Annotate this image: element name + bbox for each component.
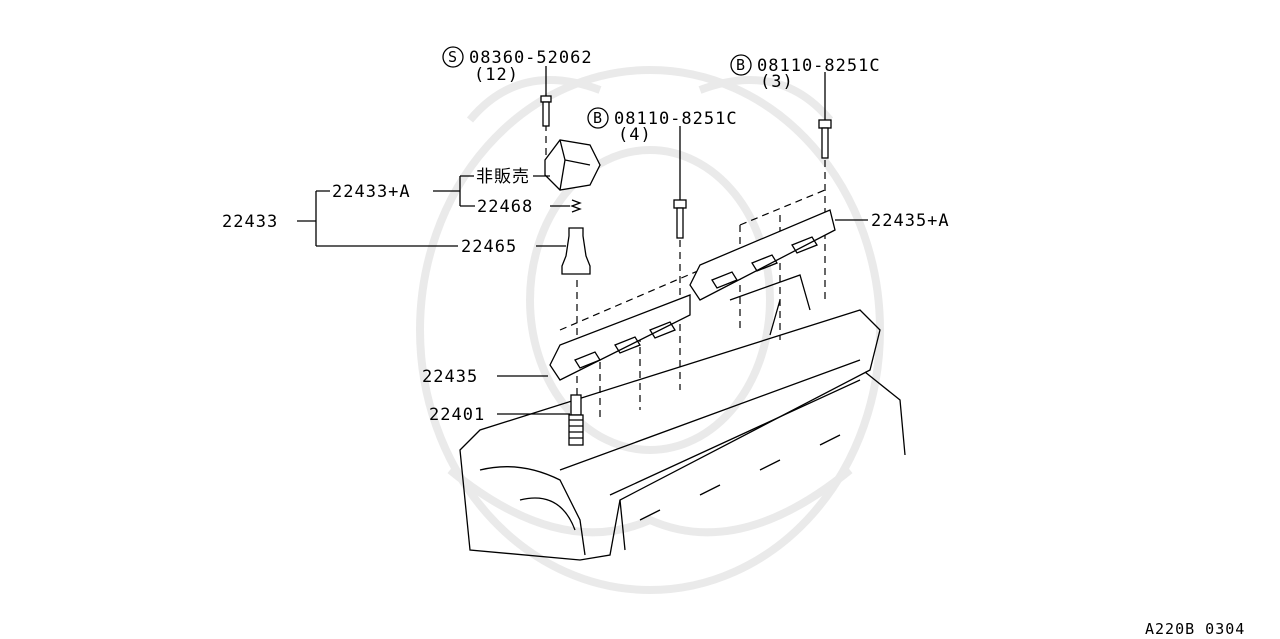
spring xyxy=(570,199,582,213)
boot xyxy=(561,227,591,275)
bolt-4 xyxy=(673,199,687,239)
bolt-symbol-icon xyxy=(730,54,752,76)
cylinder-head xyxy=(459,274,906,561)
leader-lines xyxy=(297,66,868,415)
bolt-symbol-icon xyxy=(587,107,609,129)
coil-screw xyxy=(540,95,552,127)
boot-part-number[interactable]: 22465 xyxy=(461,237,517,257)
ignition-coil xyxy=(544,139,601,191)
assembly-part-number[interactable]: 22433 xyxy=(222,212,278,232)
spark-plug xyxy=(568,394,584,446)
bolt4-part-number[interactable]: 08110-8251C xyxy=(614,109,738,129)
bolt4-quantity: (4) xyxy=(618,125,652,145)
screw-symbol-icon xyxy=(442,46,464,68)
bolt4-symbol: B xyxy=(593,109,603,127)
bolt3-quantity: (3) xyxy=(760,72,794,92)
screw-part-number[interactable]: 08360-52062 xyxy=(469,48,593,68)
plate-22435-a xyxy=(689,209,836,301)
spring-part-number[interactable]: 22468 xyxy=(477,197,533,217)
bolt3-symbol: B xyxy=(736,56,746,74)
bolt3-part-number[interactable]: 08110-8251C xyxy=(757,56,881,76)
not-for-sale-label: 非販売 xyxy=(476,167,530,187)
plate-a-part-number[interactable]: 22435+A xyxy=(871,211,950,231)
screw-symbol: S xyxy=(448,48,458,66)
spark-plug-part-number[interactable]: 22401 xyxy=(429,405,485,425)
assembly-a-part-number[interactable]: 22433+A xyxy=(332,182,411,202)
screw-quantity: (12) xyxy=(474,65,519,85)
figure-code: A220B 0304 xyxy=(1145,620,1245,638)
plate-part-number[interactable]: 22435 xyxy=(422,367,478,387)
plate-22435 xyxy=(549,294,691,381)
